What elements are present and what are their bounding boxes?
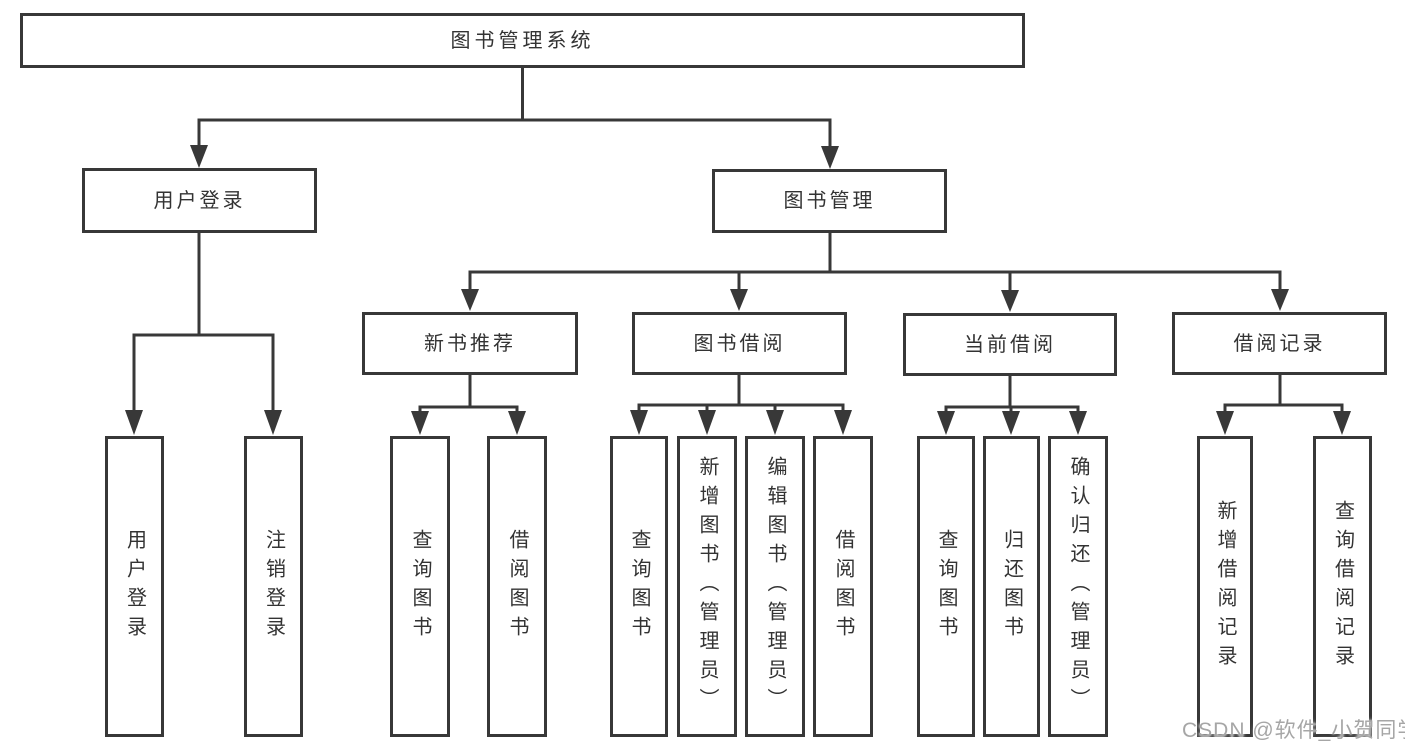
node-book-management-label: 图书管理 [783,190,876,212]
leaf-query-books-current-label: 查询图书 [935,528,957,645]
node-borrow-records-label: 借阅记录 [1233,332,1326,355]
node-root-label: 图书管理系统 [450,29,595,52]
connector-current-borrow-children [937,376,1087,435]
node-book-borrow: 图书借阅 [632,312,847,375]
leaf-return-book-label: 归还图书 [1000,528,1023,645]
connector-new-book-children [411,375,526,435]
leaf-borrow-books-recommend: 借阅图书 [487,436,547,737]
leaf-query-books-current: 查询图书 [917,436,975,737]
leaf-logout: 注销登录 [244,436,303,737]
node-book-borrow-label: 图书借阅 [693,332,786,355]
leaf-logout-label: 注销登录 [262,528,285,645]
node-root: 图书管理系统 [20,13,1025,68]
node-new-book-recommend-label: 新书推荐 [424,332,516,355]
node-current-borrow-label: 当前借阅 [964,333,1056,356]
leaf-edit-book-admin: 编辑图书（管理员） [745,436,805,737]
connector-book-borrow-children [630,375,852,435]
leaf-edit-book-admin-label: 编辑图书（管理员） [764,456,786,717]
leaf-query-books-borrow: 查询图书 [610,436,668,737]
connector-borrow-records-children [1216,375,1351,435]
node-borrow-records: 借阅记录 [1172,312,1387,375]
csdn-watermark: CSDN @软件_小贺同学 [1182,719,1405,742]
leaf-user-login: 用户登录 [105,436,164,737]
node-user-login: 用户登录 [82,168,317,233]
node-book-management: 图书管理 [712,169,947,233]
connector-root-to-level1 [190,68,839,169]
leaf-confirm-return-admin-label: 确认归还（管理员） [1067,456,1089,717]
connector-book-mgmt-children [461,233,1289,312]
node-current-borrow: 当前借阅 [903,313,1117,376]
leaf-add-book-admin: 新增图书（管理员） [677,436,737,737]
leaf-borrow-books-recommend-label: 借阅图书 [506,528,528,645]
leaf-borrow-books-label: 借阅图书 [832,528,854,645]
leaf-query-borrow-record: 查询借阅记录 [1313,436,1372,737]
leaf-query-books-borrow-label: 查询图书 [628,528,650,645]
leaf-query-borrow-record-label: 查询借阅记录 [1331,499,1354,674]
leaf-user-login-label: 用户登录 [123,528,146,645]
leaf-add-borrow-record: 新增借阅记录 [1197,436,1253,737]
leaf-confirm-return-admin: 确认归还（管理员） [1048,436,1108,737]
node-user-login-label: 用户登录 [153,189,246,212]
leaf-return-book: 归还图书 [983,436,1040,737]
leaf-query-books-recommend: 查询图书 [390,436,450,737]
node-new-book-recommend: 新书推荐 [362,312,578,375]
leaf-add-borrow-record-label: 新增借阅记录 [1214,499,1236,674]
leaf-add-book-admin-label: 新增图书（管理员） [696,456,718,717]
leaf-borrow-books: 借阅图书 [813,436,873,737]
connector-user-login-children [125,233,282,435]
leaf-query-books-recommend-label: 查询图书 [409,528,431,645]
